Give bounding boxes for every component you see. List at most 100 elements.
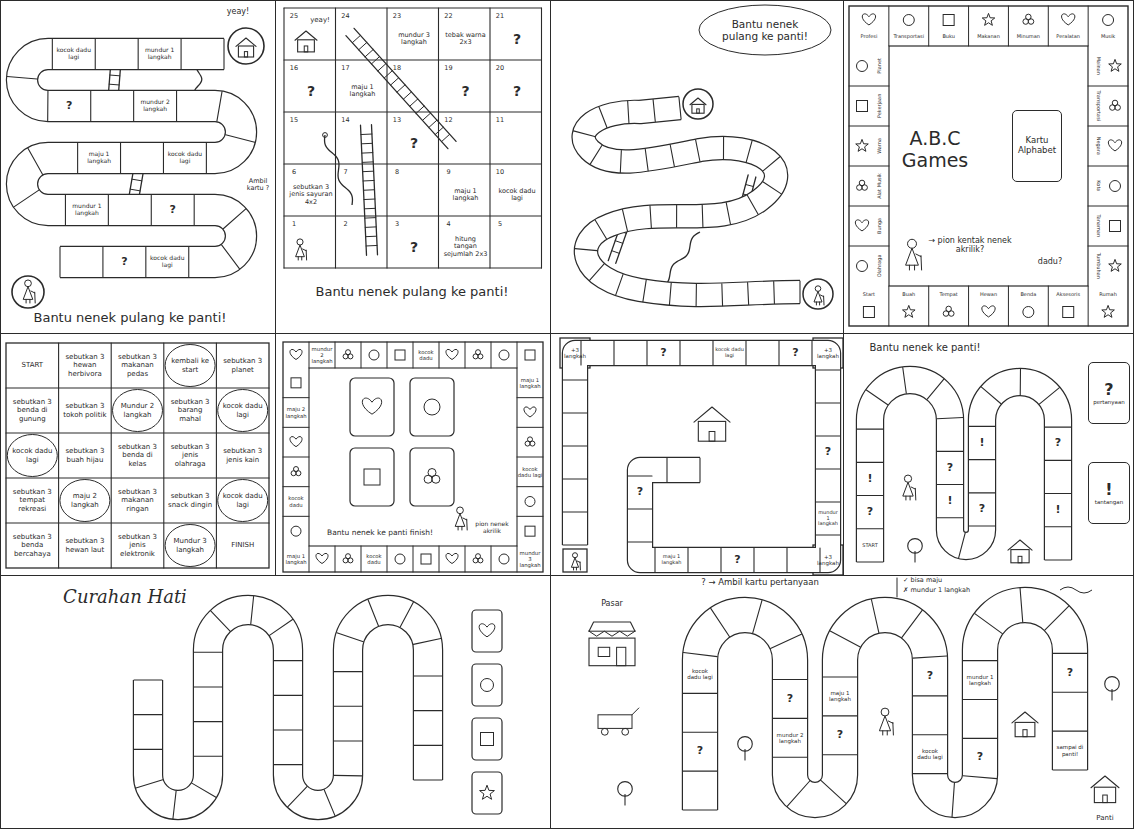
grid-line <box>489 8 490 268</box>
grandma-figure <box>879 708 893 735</box>
sketch-line <box>361 342 362 368</box>
flower-symbol <box>1023 14 1034 24</box>
square-divider <box>654 548 655 572</box>
sketch-label: kocok dadu lagi <box>915 748 945 761</box>
sketch-line <box>517 546 518 572</box>
start-circle <box>12 276 44 308</box>
square-divider <box>723 137 724 159</box>
board-path <box>857 367 1071 562</box>
sketch-label: 19 <box>441 65 457 72</box>
sketch-line <box>365 226 376 228</box>
sketch-label: ? <box>651 347 677 360</box>
sketch-label: kocok dadu lagi <box>149 255 185 269</box>
square-divider <box>194 686 222 687</box>
square-divider <box>696 284 697 306</box>
sketch-label: Ambil kartu ? <box>243 178 273 193</box>
square-symbol <box>364 469 380 485</box>
sketch-label: sebutkan 3 snack dingin <box>167 492 213 508</box>
square-divider <box>963 776 997 779</box>
circle-symbol <box>424 399 440 415</box>
square-divider <box>683 693 717 694</box>
figure-dress <box>906 248 919 265</box>
sketch-label: sampai di panti! <box>1055 744 1085 757</box>
card-drawing <box>472 772 502 814</box>
figure-dress <box>23 287 33 300</box>
square-divider <box>981 387 1001 404</box>
sketch-line <box>295 31 317 40</box>
sketch-line <box>413 342 414 368</box>
sketch-line <box>29 299 30 303</box>
square-divider <box>913 773 947 774</box>
square-divider <box>288 787 307 807</box>
square-divider <box>913 695 947 696</box>
square-divider <box>414 745 442 746</box>
sketch-label: sebutkan 3 planet <box>220 357 266 373</box>
square-divider <box>14 190 39 207</box>
sketch-label: 1 <box>286 221 302 228</box>
heart-symbol <box>1108 140 1121 151</box>
flower-symbol <box>857 180 868 190</box>
square-divider <box>787 781 810 806</box>
flower-symbol <box>343 350 353 359</box>
sketch-line <box>816 302 817 305</box>
sketch-line <box>849 166 889 167</box>
square-divider <box>745 341 746 365</box>
square-divider <box>573 131 594 137</box>
panel-divider <box>550 0 551 829</box>
sketch-label: 6 <box>286 169 302 176</box>
square-divider <box>192 783 216 797</box>
square-divider <box>816 501 840 502</box>
path-fill <box>575 353 828 560</box>
square-divider <box>414 675 442 676</box>
sketch-line <box>888 286 889 326</box>
sketch-label: mundur 1 langkah <box>817 510 839 527</box>
sketch-label: Tempat <box>929 292 968 298</box>
square-divider <box>763 182 781 194</box>
square-divider <box>52 39 53 69</box>
sketch-label: mundur 1 langkah <box>142 47 178 61</box>
sketch-label: ? <box>406 135 422 151</box>
sketch-label: ✓ bisa maju <box>903 577 942 584</box>
sketch-label: ? <box>1057 667 1083 680</box>
square-divider <box>188 247 189 277</box>
card-drawing <box>410 378 454 436</box>
sketch-label: ? <box>827 729 853 742</box>
square-divider <box>400 602 413 627</box>
figure-dress <box>571 558 578 568</box>
square-divider <box>823 754 857 755</box>
heart-symbol <box>290 349 302 359</box>
sketch-label: Buah <box>889 292 928 298</box>
sketch-label: maju 1 langkah <box>284 553 309 565</box>
star-symbol <box>856 139 869 151</box>
square-divider <box>1020 369 1021 395</box>
sketch-line <box>576 567 577 570</box>
square-symbol <box>291 378 301 388</box>
square-divider <box>1045 493 1071 494</box>
card-text: pertanyaan <box>1093 399 1125 405</box>
sketch-line <box>888 721 892 723</box>
sketch-line <box>309 546 310 572</box>
sketch-line <box>465 546 466 572</box>
square-divider <box>223 39 224 69</box>
figure-cane <box>892 722 894 735</box>
circle-symbol <box>857 261 868 272</box>
sketch-label: 12 <box>441 117 457 124</box>
square-divider <box>269 620 292 636</box>
start-circle <box>803 279 833 309</box>
card-drawing <box>472 718 502 760</box>
square-divider <box>133 91 134 121</box>
circled-cell <box>218 480 268 522</box>
square-divider <box>65 195 66 225</box>
square-divider <box>823 715 857 716</box>
sketch-line <box>283 486 309 487</box>
sketch-box <box>1015 722 1035 736</box>
card-drawing <box>472 664 502 706</box>
sketch-line <box>461 526 462 530</box>
sketch-label: Tumbuhan <box>1095 247 1101 286</box>
path-fill <box>148 610 428 805</box>
sketch-label: ? <box>106 256 142 269</box>
square-divider <box>712 341 713 365</box>
heart-symbol <box>362 398 381 414</box>
path-fill <box>700 605 1070 810</box>
